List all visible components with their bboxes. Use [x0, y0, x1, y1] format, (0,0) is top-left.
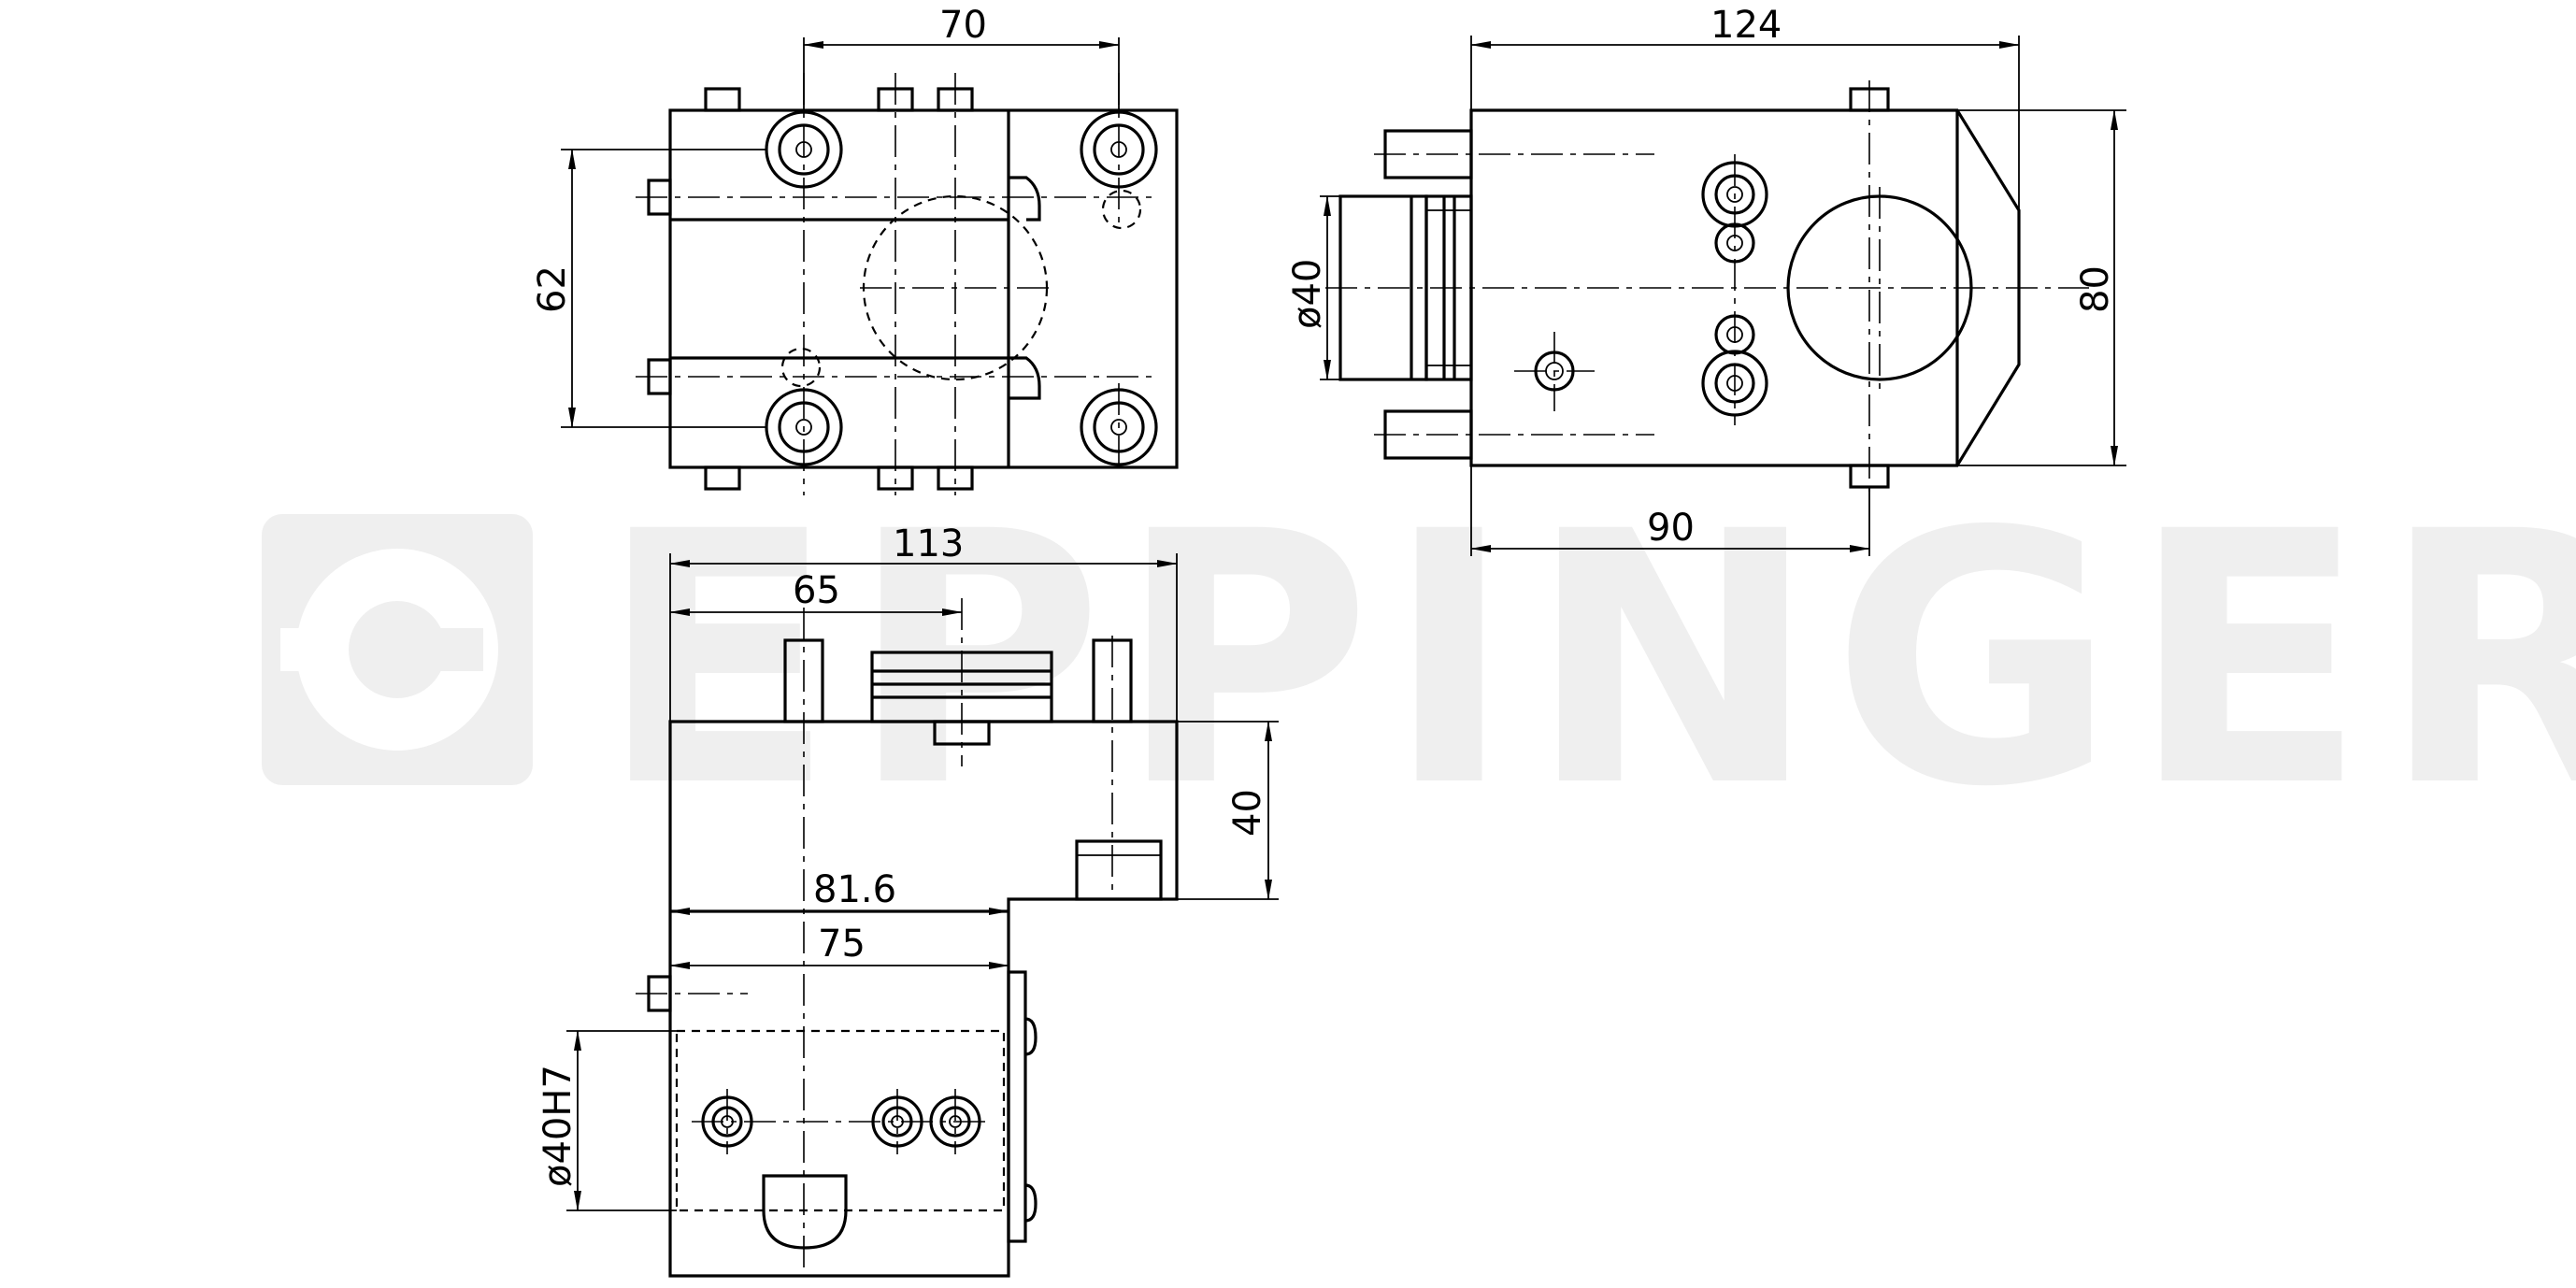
- dim-label: 75: [818, 923, 866, 966]
- dim-label: 113: [893, 522, 964, 565]
- dim-label: ø40H7: [537, 1065, 580, 1187]
- dim-label: 81.6: [813, 868, 896, 911]
- dim-label: 62: [531, 265, 574, 313]
- dim-label: 90: [1647, 507, 1695, 550]
- dim-label: ø40: [1286, 259, 1329, 329]
- dim-label: 70: [939, 4, 987, 47]
- front-view: 113 65 40 81.6 75 ø40H7: [537, 522, 1279, 1278]
- top-view: 70 62: [531, 4, 1179, 495]
- side-view: 124 80 ø40 90: [1286, 4, 2126, 556]
- dim-label: 40: [1226, 789, 1269, 837]
- dim-label: 124: [1710, 4, 1782, 47]
- dim-label: 80: [2074, 265, 2117, 313]
- dim-label: 65: [793, 569, 840, 612]
- watermark-brand: EPPINGER: [598, 458, 2576, 863]
- eppinger-watermark: EPPINGER: [262, 458, 2576, 863]
